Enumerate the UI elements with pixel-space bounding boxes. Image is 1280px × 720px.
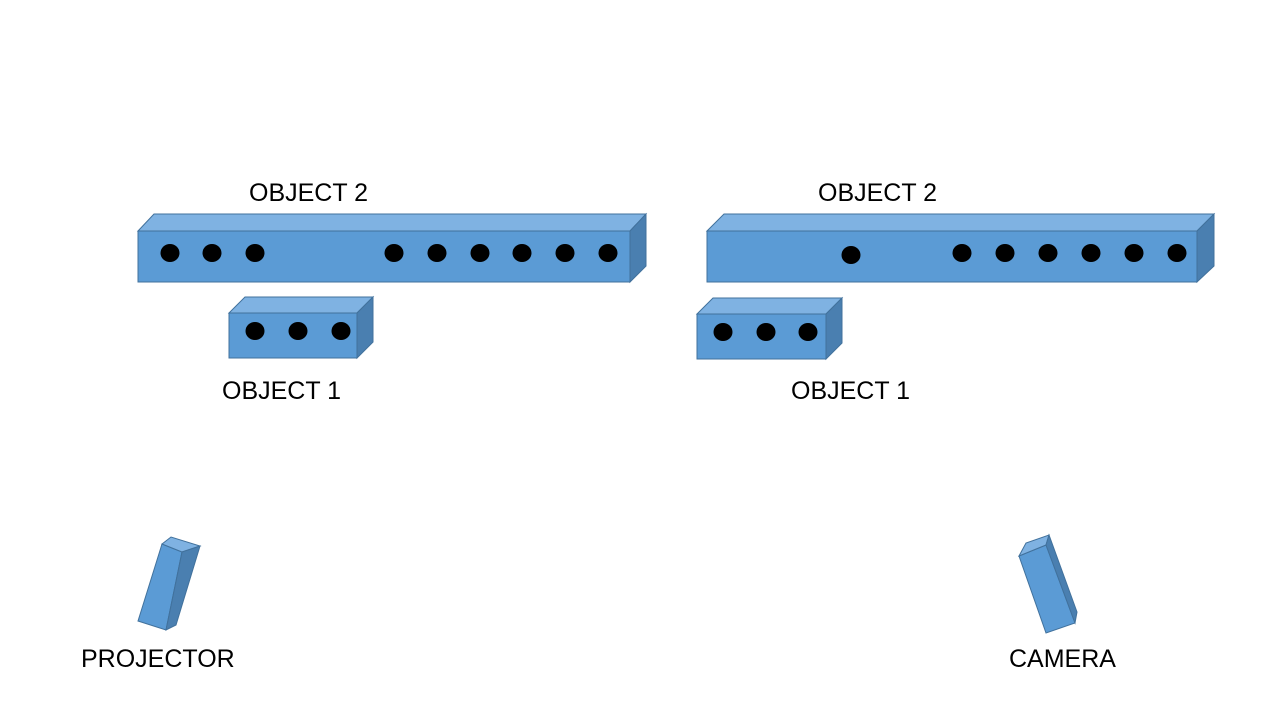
right-object2-dot bbox=[1167, 244, 1187, 262]
projector-label: PROJECTOR bbox=[81, 645, 235, 673]
left-object1-dots bbox=[245, 322, 351, 340]
right-object2-dot bbox=[952, 244, 972, 262]
left-object2-top-face bbox=[136, 213, 648, 232]
left-object2-dot bbox=[245, 244, 265, 262]
projector-side-face bbox=[165, 545, 201, 631]
right-object2-label: OBJECT 2 bbox=[818, 179, 937, 207]
left-object2-dot bbox=[160, 244, 180, 262]
right-object1-top-face bbox=[695, 297, 844, 315]
left-object2-dot bbox=[512, 244, 532, 262]
left-object2-dots bbox=[160, 244, 618, 262]
right-object1-dot bbox=[756, 323, 776, 341]
right-object2-dot bbox=[1038, 244, 1058, 262]
left-object1-dot bbox=[288, 322, 308, 340]
left-object2-dot bbox=[427, 244, 447, 262]
right-object2-dot bbox=[1081, 244, 1101, 262]
left-object2-dot bbox=[384, 244, 404, 262]
left-object2-label: OBJECT 2 bbox=[249, 179, 368, 207]
left-object1-top-face bbox=[227, 296, 375, 314]
right-object1-dot bbox=[798, 323, 818, 341]
right-panel: OBJECT 2 OBJECT 1 CAMERA bbox=[695, 179, 1216, 673]
left-object1-dot bbox=[245, 322, 265, 340]
right-object2-top-face bbox=[705, 213, 1216, 232]
camera-icon bbox=[1017, 533, 1078, 634]
right-object2-front-face bbox=[706, 230, 1198, 283]
left-object1-label: OBJECT 1 bbox=[222, 377, 341, 405]
right-object2-dot bbox=[841, 246, 861, 264]
left-object1-dot bbox=[331, 322, 351, 340]
right-object1-dot bbox=[713, 323, 733, 341]
right-object2-box bbox=[705, 212, 1216, 284]
camera-label: CAMERA bbox=[1009, 645, 1116, 673]
right-object2-dot bbox=[995, 244, 1015, 262]
right-object1-label: OBJECT 1 bbox=[791, 377, 910, 405]
camera-side-face bbox=[1045, 533, 1078, 625]
projector-icon bbox=[137, 536, 202, 631]
right-object1-dots bbox=[713, 323, 818, 341]
left-panel: OBJECT 2 OBJECT 1 PROJECTOR bbox=[81, 179, 648, 673]
left-object2-dot bbox=[202, 244, 222, 262]
left-object2-dot bbox=[598, 244, 618, 262]
left-object2-dot bbox=[470, 244, 490, 262]
right-object2-dots bbox=[841, 244, 1187, 264]
right-object2-dot bbox=[1124, 244, 1144, 262]
left-object2-dot bbox=[555, 244, 575, 262]
